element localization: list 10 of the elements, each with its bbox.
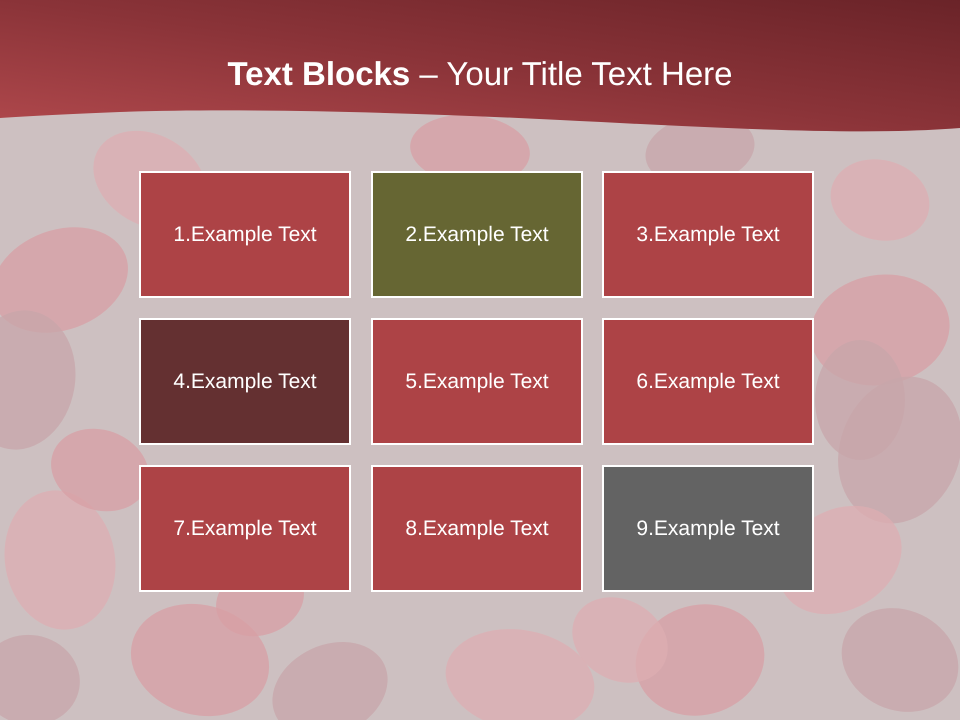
text-block: 5.Example Text	[371, 318, 583, 445]
text-block: 4.Example Text	[139, 318, 351, 445]
text-block: 9.Example Text	[602, 465, 814, 592]
text-block: 2.Example Text	[371, 171, 583, 298]
text-block: 8.Example Text	[371, 465, 583, 592]
text-block: 6.Example Text	[602, 318, 814, 445]
text-block: 3.Example Text	[602, 171, 814, 298]
text-block: 1.Example Text	[139, 171, 351, 298]
text-block: 7.Example Text	[139, 465, 351, 592]
slide-title: Text Blocks – Your Title Text Here	[226, 54, 734, 94]
